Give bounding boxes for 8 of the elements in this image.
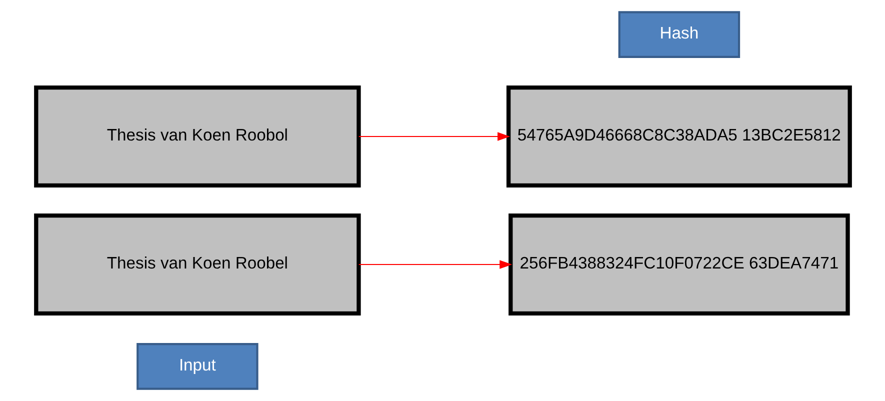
arrow (358, 132, 510, 141)
node-box: Thesis van Koen Roobol (34, 86, 360, 188)
node-box: Hash (618, 11, 740, 58)
node-box: Thesis van Koen Roobel (34, 214, 360, 316)
node-box: Input (136, 343, 258, 390)
node-box: 54765A9D46668C8C38ADA5 13BC2E5812 (506, 86, 852, 188)
node-box: 256FB4388324FC10F0722CE 63DEA7471 (508, 214, 850, 316)
arrow (358, 260, 512, 269)
